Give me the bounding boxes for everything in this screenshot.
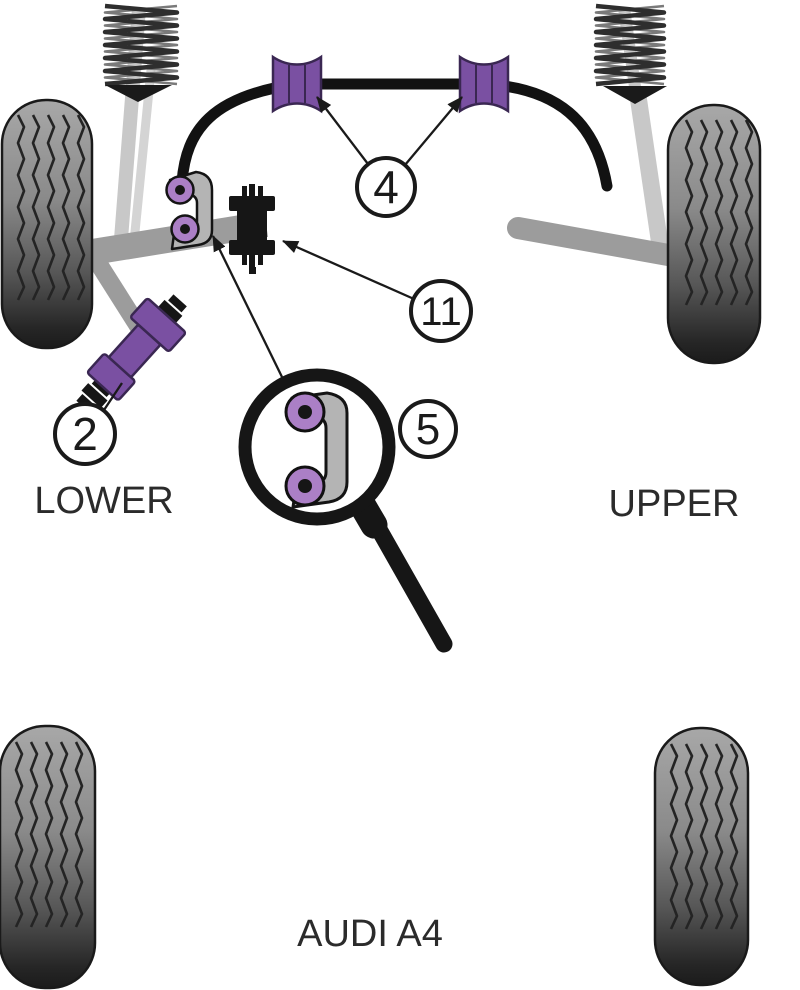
anti-roll-bar — [176, 78, 613, 192]
arrow-11-to-block — [282, 239, 415, 301]
magnifier — [238, 368, 453, 653]
label-upper: UPPER — [609, 483, 740, 525]
label-model: AUDI A4 — [297, 913, 443, 955]
callout-4-badge: 4 — [355, 156, 417, 218]
arb-bush-right — [458, 54, 510, 114]
arrow-4-to-right-bush — [404, 96, 463, 166]
arb-bush-left — [271, 54, 323, 114]
spring-seat-left — [105, 85, 172, 102]
tire-top-right — [666, 103, 762, 365]
tire-bottom-right — [653, 726, 750, 987]
bush-washer — [130, 297, 187, 353]
mount-bush-block — [229, 184, 275, 274]
arrow-4-to-left-bush — [316, 96, 369, 165]
callout-5-number: 5 — [416, 405, 440, 454]
magnifier-lens — [238, 368, 396, 526]
arrow-magnifier-to-bracket — [211, 235, 284, 378]
tire-bottom-left — [0, 724, 97, 990]
callout-11-number: 11 — [420, 290, 462, 334]
callout-2-number: 2 — [72, 408, 98, 460]
magnified-bracket — [284, 391, 349, 509]
label-lower: LOWER — [34, 480, 173, 522]
tire-top-left — [0, 98, 94, 350]
link-bracket — [165, 170, 214, 251]
line-2-to-bush — [103, 382, 123, 411]
coil-spring-right — [593, 3, 667, 104]
callout-11-badge: 11 — [409, 279, 473, 343]
upper-control-arm — [507, 217, 696, 269]
coil-spring-left — [102, 3, 180, 102]
callout-2-badge: 2 — [53, 402, 117, 466]
spring-seat-right — [603, 86, 667, 104]
callout-4-number: 4 — [373, 161, 399, 213]
callout-5-badge: 5 — [398, 399, 458, 459]
